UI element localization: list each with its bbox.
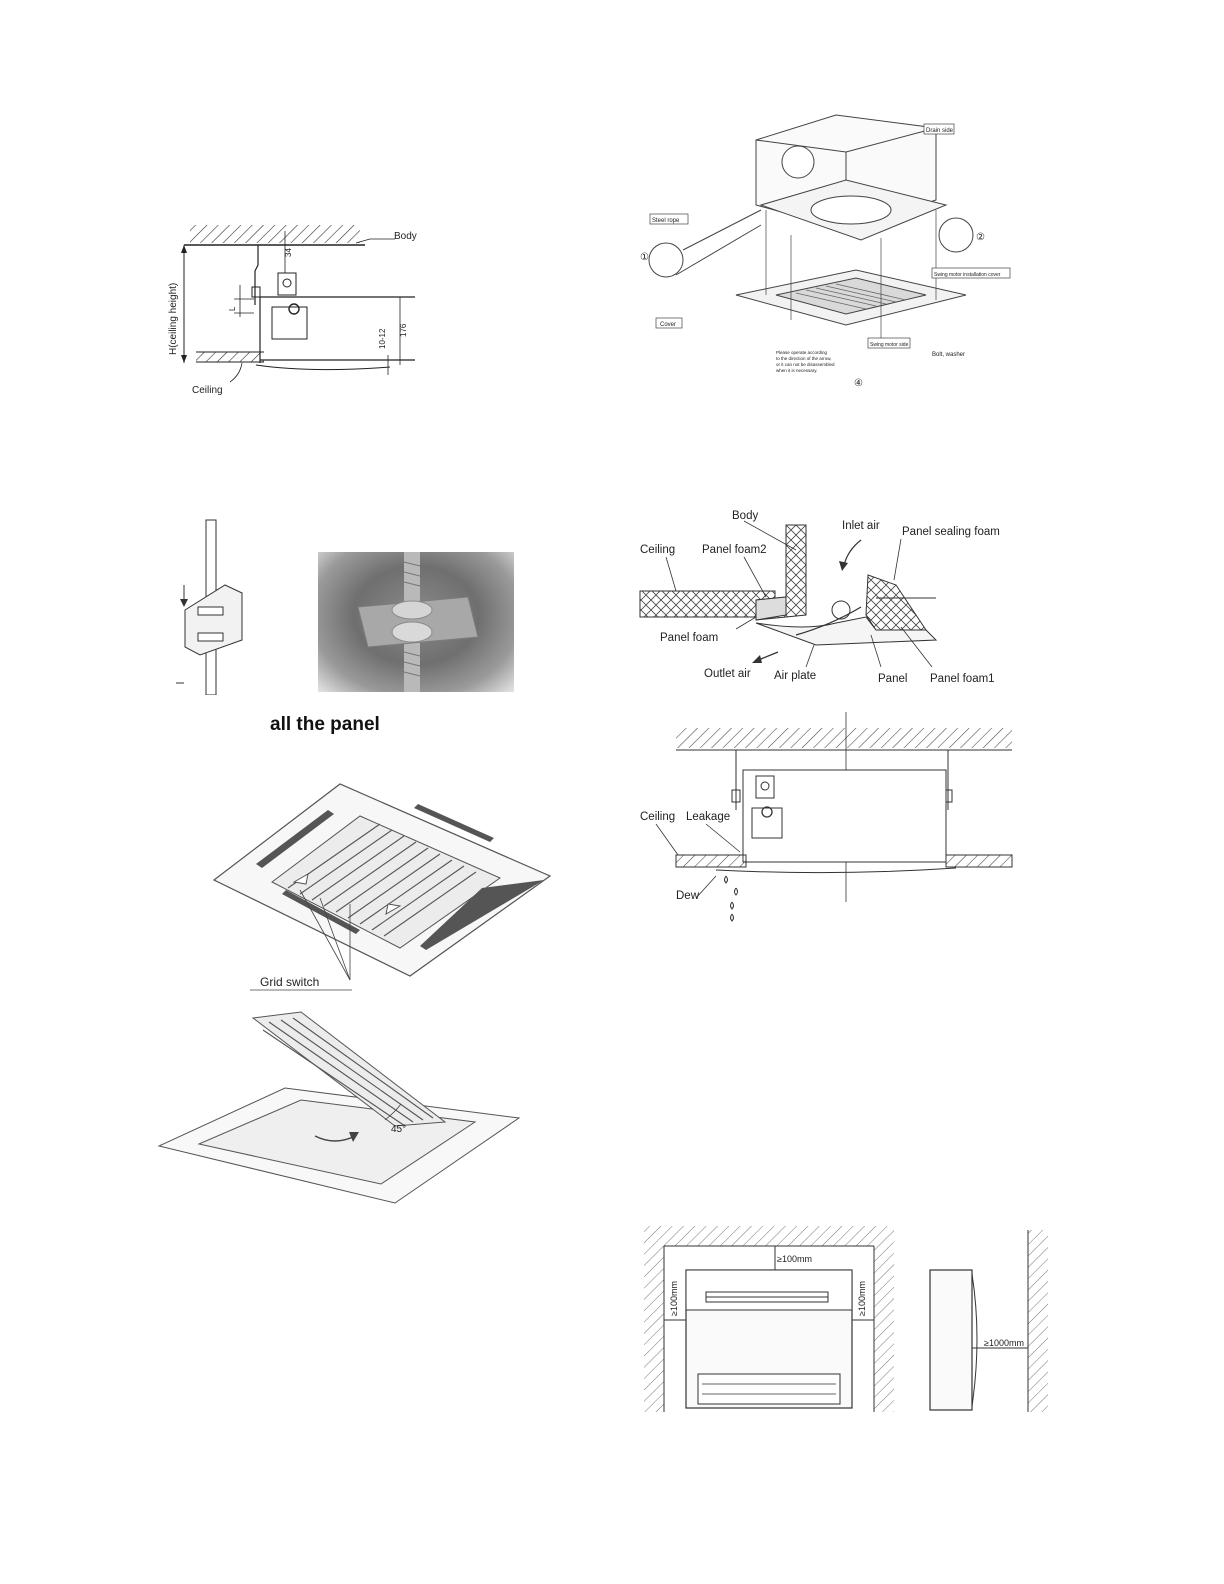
caption-all-the-panel: all the panel — [270, 714, 380, 735]
clearance-front-label: ≥1000mm — [984, 1338, 1024, 1348]
marker-4: ④ — [854, 378, 863, 389]
dim-l-label: L — [228, 306, 237, 311]
clearance-top-label: ≥100mm — [777, 1254, 812, 1264]
steel-rope-label: Steel rope — [652, 218, 680, 224]
clearance-left-label: ≥100mm — [669, 1281, 679, 1316]
note-line-3: or it can not be disassembled — [776, 362, 835, 367]
exploded-view-diagram: Drain side Steel rope Cover Swing motor … — [636, 110, 1016, 395]
note-line-4: when it is necessary. — [776, 368, 817, 373]
swing-motor-cover-label: Swing motor installation cover — [934, 272, 1001, 278]
dim-10-12-label: 10-12 — [378, 328, 387, 349]
note-line-1: Please operate according — [776, 350, 828, 355]
marker-1: ① — [640, 252, 649, 263]
note-line-2: to the direction of the arrow, — [776, 356, 832, 361]
leakage-label: Leakage — [686, 811, 730, 823]
body-label: Body — [394, 231, 417, 242]
angle-45-label: 45° — [391, 1124, 406, 1135]
clearance-side-diagram: ≥1000mm — [920, 1228, 1050, 1414]
panel-foam-label: Panel foam — [660, 632, 718, 644]
dim-34-label: 34 — [284, 248, 293, 257]
section-ceiling-label: Ceiling — [640, 544, 675, 556]
panel-open-diagram: 45° — [155, 1008, 525, 1208]
ceiling-height-diagram: Body Ceiling H(ceiling height) 34 L 10-1… — [160, 215, 440, 405]
bolt-washer-label: Bolt, washer — [932, 352, 965, 358]
leak-ceiling-label: Ceiling — [640, 811, 675, 823]
clearance-right-label: ≥100mm — [857, 1281, 867, 1316]
air-plate-label: Air plate — [774, 670, 816, 682]
grid-switch-label: Grid switch — [260, 975, 319, 989]
marker-2: ② — [976, 232, 985, 243]
panel-section-diagram: Body Inlet air Panel sealing foam Ceilin… — [636, 505, 1016, 690]
hanger-bolt-diagram — [170, 515, 250, 695]
dew-label: Dew — [676, 890, 700, 902]
panel-foam2-label: Panel foam2 — [702, 544, 767, 556]
outlet-air-label: Outlet air — [704, 668, 751, 680]
hanger-bolt-photo — [318, 552, 514, 692]
section-body-label: Body — [732, 510, 758, 522]
drain-side-label: Drain side — [926, 128, 954, 134]
panel-foam1-label: Panel foam1 — [930, 673, 995, 685]
panel-sealing-foam-label: Panel sealing foam — [902, 526, 1000, 538]
dim-176-label: 176 — [399, 323, 408, 337]
panel-label: Panel — [878, 673, 907, 685]
cover-label: Cover — [660, 322, 676, 328]
clearance-front-diagram: ≥100mm ≥100mm ≥100mm — [640, 1224, 896, 1414]
grid-switch-diagram: Grid switch — [210, 780, 560, 995]
swing-motor-side-label: Swing motor side — [870, 342, 909, 348]
inlet-air-label: Inlet air — [842, 520, 880, 532]
ceiling-height-label: H(ceiling height) — [168, 283, 179, 355]
leakage-diagram: Ceiling Leakage Dew — [636, 710, 1016, 925]
ceiling-label: Ceiling — [192, 385, 223, 396]
